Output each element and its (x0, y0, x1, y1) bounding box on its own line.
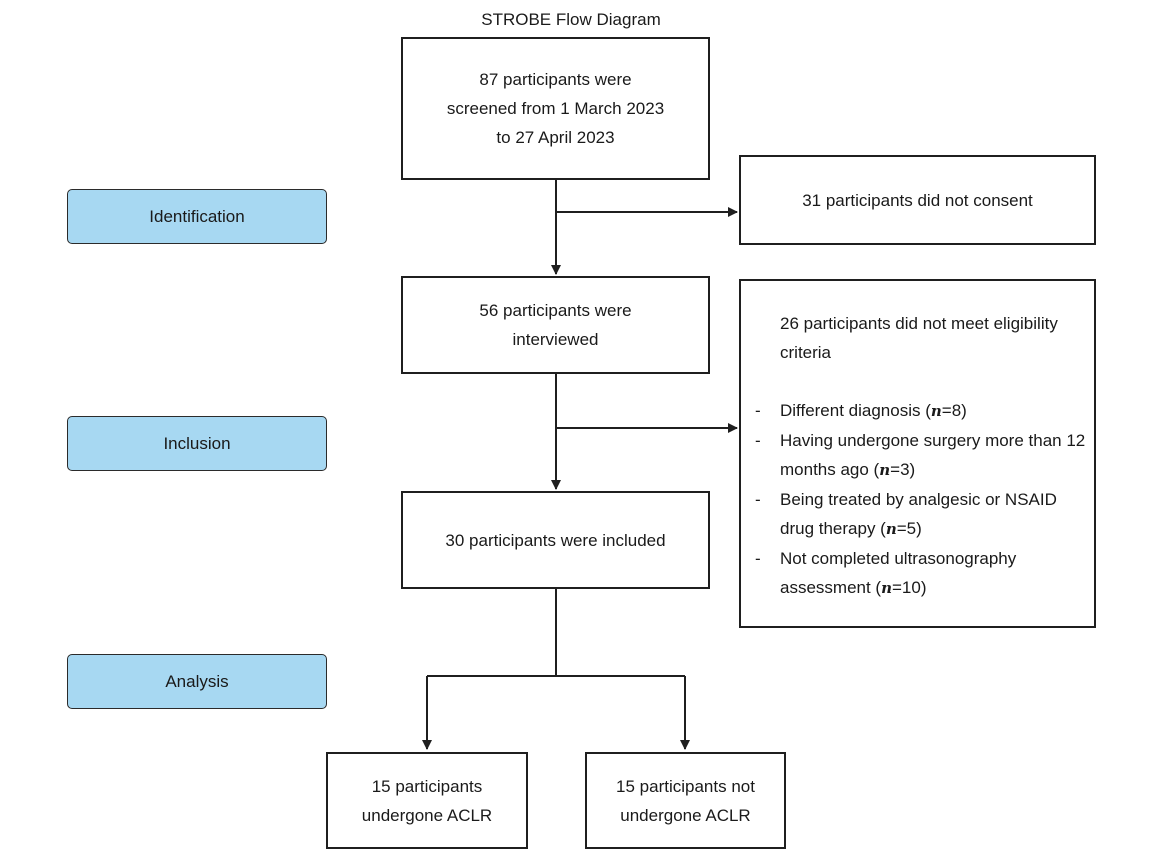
box-aclr: 15 participants undergone ACLR (326, 752, 528, 849)
exclusion-reason-text: Not completed ultrasonography assessment… (780, 549, 1017, 597)
n-symbol: n (885, 520, 897, 538)
list-item: - Having undergone surgery more than 12 … (741, 426, 1090, 485)
list-item: - Not completed ultrasonography assessme… (741, 544, 1090, 603)
bullet-dash: - (755, 490, 761, 509)
exclusion-heading: 26 participants did not meet eligibility… (780, 314, 1058, 362)
exclusion-count: =3) (890, 460, 916, 479)
exclusion-reason-text: Having undergone surgery more than 12 mo… (780, 431, 1086, 479)
box-no-aclr: 15 participants not undergone ACLR (585, 752, 786, 849)
stage-analysis: Analysis (67, 654, 327, 709)
exclusion-count: =10) (892, 578, 927, 597)
n-symbol: n (881, 579, 892, 597)
diagram-title: STROBE Flow Diagram (481, 10, 661, 29)
list-item: - Different diagnosis (n=8) (741, 396, 1090, 426)
box-aclr-text: 15 participants undergone ACLR (361, 776, 493, 825)
list-item: - Being treated by analgesic or NSAID dr… (741, 485, 1090, 544)
box-no-aclr-text: 15 participants not undergone ACLR (616, 776, 755, 825)
exclusion-reason-text: Being treated by analgesic or NSAID drug… (780, 490, 1057, 538)
box-screened: 87 participants were screened from 1 Mar… (401, 37, 710, 180)
box-no-consent-text: 31 participants did not consent (802, 190, 1033, 210)
stage-inclusion: Inclusion (67, 416, 327, 471)
n-symbol: n (879, 461, 891, 479)
box-screened-text: 87 participants were screened from 1 Mar… (446, 70, 665, 147)
bullet-dash: - (755, 401, 761, 420)
exclusion-count: =8) (941, 401, 967, 420)
bullet-dash: - (755, 431, 761, 450)
box-no-consent: 31 participants did not consent (739, 155, 1096, 245)
box-interviewed-text: 56 participants were interviewed (479, 301, 632, 349)
box-included-text: 30 participants were included (445, 530, 666, 550)
exclusion-count: =5) (896, 519, 922, 538)
box-included: 30 participants were included (401, 491, 710, 589)
box-exclusion: 26 participants did not meet eligibility… (739, 279, 1096, 628)
bullet-dash: - (755, 549, 761, 568)
exclusion-list: - Different diagnosis (n=8) - Having und… (741, 396, 1098, 603)
exclusion-reason-text: Different diagnosis ( (780, 401, 931, 420)
box-interviewed: 56 participants were interviewed (401, 276, 710, 374)
n-symbol: n (930, 402, 942, 420)
stage-identification: Identification (67, 189, 327, 244)
